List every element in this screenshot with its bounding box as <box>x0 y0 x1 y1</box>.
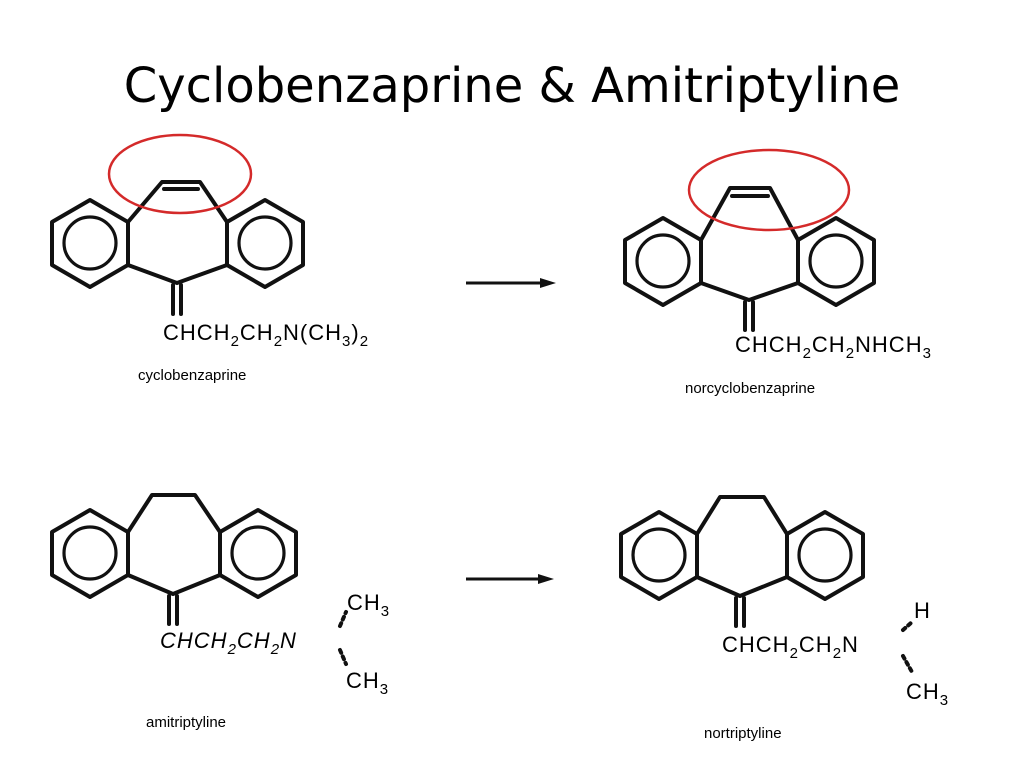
compound-label-nortriptyline: nortriptyline <box>704 725 782 742</box>
nortriptyline-structure: CHCH2CH2N H CH3 nortriptyline <box>619 495 949 742</box>
n-methyl-bond-top <box>338 610 348 628</box>
highlight-ellipse-cyclobenzaprine <box>107 133 253 215</box>
side-chain-formula: CHCH2CH2N <box>722 632 859 662</box>
left-aromatic-circle <box>62 215 118 271</box>
left-aromatic-circle <box>631 527 687 583</box>
norcyclobenzaprine-structure: CHCH2CH2NHCH3 norcyclobenzaprine <box>623 148 932 397</box>
left-aromatic-circle <box>635 233 691 289</box>
central-bridge <box>126 180 229 224</box>
n-methyl-top: CH3 <box>347 590 390 620</box>
compound-label-cyclobenzaprine: cyclobenzaprine <box>138 367 246 384</box>
n-methyl-bottom: CH3 <box>346 668 389 698</box>
cyclobenzaprine-structure: CHCH2CH2N(CH3)2 cyclobenzaprine <box>50 133 369 384</box>
n-methyl: CH3 <box>906 679 949 709</box>
side-chain-formula: CHCH2CH2N <box>160 628 297 658</box>
right-aromatic-circle <box>230 525 286 581</box>
side-chain-formula: CHCH2CH2NHCH3 <box>735 332 932 362</box>
arrow-head <box>540 278 556 288</box>
arrow-head <box>538 574 554 584</box>
reaction-arrow-bottom <box>466 574 554 584</box>
compound-label-amitriptyline: amitriptyline <box>146 714 226 731</box>
central-ring-bottom <box>695 575 789 598</box>
n-methyl-bond <box>901 654 914 674</box>
highlight-ellipse-norcyclobenzaprine <box>687 148 851 232</box>
central-ring-bottom <box>126 573 222 596</box>
reaction-arrow-top <box>466 278 556 288</box>
n-h-bond <box>901 620 914 632</box>
side-chain-formula: CHCH2CH2N(CH3)2 <box>163 320 369 350</box>
central-bridge <box>699 186 800 242</box>
slide-title: Cyclobenzaprine & Amitriptyline <box>123 58 901 114</box>
n-methyl-bond-bottom <box>338 648 348 666</box>
right-aromatic-circle <box>808 233 864 289</box>
n-hydrogen: H <box>914 598 931 623</box>
right-aromatic-circle <box>797 527 853 583</box>
ethylene-bridge <box>126 493 222 534</box>
central-ring-bottom <box>699 281 800 302</box>
right-aromatic-circle <box>237 215 293 271</box>
compound-label-norcyclobenzaprine: norcyclobenzaprine <box>685 380 815 397</box>
left-aromatic-circle <box>62 525 118 581</box>
ethylene-bridge <box>695 495 789 536</box>
central-ring-bottom <box>126 263 229 285</box>
amitriptyline-structure: CHCH2CH2N CH3 CH3 amitriptyline <box>50 493 390 731</box>
